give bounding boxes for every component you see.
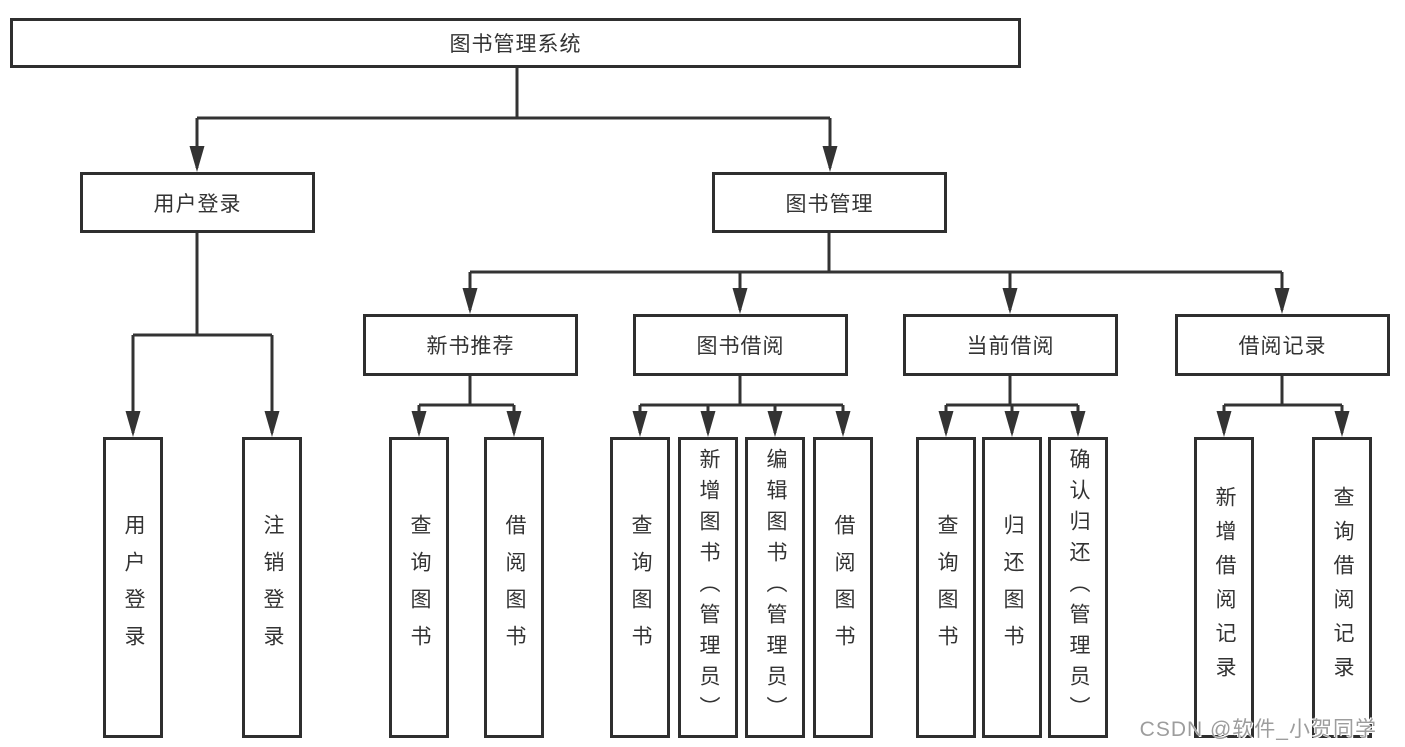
leaf-query-books-1: 查询图书: [389, 437, 449, 738]
node-current-borrow: 当前借阅: [903, 314, 1118, 376]
leaf-confirm-return-admin: 确认归还（管理员）: [1048, 437, 1108, 738]
node-new-book-recommend: 新书推荐: [363, 314, 578, 376]
leaf-logout: 注销登录: [242, 437, 302, 738]
leaf-add-borrow-record: 新增借阅记录: [1194, 437, 1254, 738]
node-root: 图书管理系统: [10, 18, 1021, 68]
leaf-add-books-admin: 新增图书（管理员）: [678, 437, 738, 738]
leaf-query-borrow-record: 查询借阅记录: [1312, 437, 1372, 738]
leaf-query-books-2: 查询图书: [610, 437, 670, 738]
leaf-borrow-books-2: 借阅图书: [813, 437, 873, 738]
leaf-user-login: 用户登录: [103, 437, 163, 738]
watermark-text: CSDN @软件_小贺同学: [1139, 718, 1377, 741]
node-book-management: 图书管理: [712, 172, 947, 233]
node-user-login: 用户登录: [80, 172, 315, 233]
leaf-edit-books-admin: 编辑图书（管理员）: [745, 437, 805, 738]
node-borrow-records: 借阅记录: [1175, 314, 1390, 376]
leaf-borrow-books-1: 借阅图书: [484, 437, 544, 738]
node-book-borrow: 图书借阅: [633, 314, 848, 376]
leaf-return-books: 归还图书: [982, 437, 1042, 738]
leaf-query-books-3: 查询图书: [916, 437, 976, 738]
